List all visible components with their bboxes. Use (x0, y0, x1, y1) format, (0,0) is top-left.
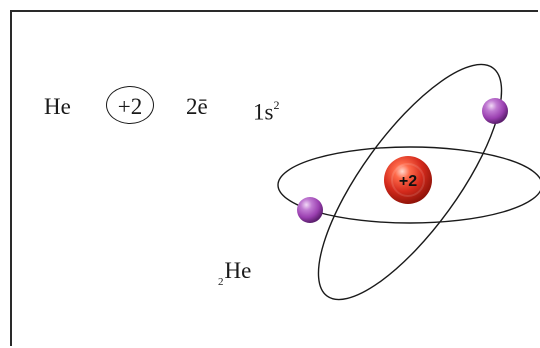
configuration-exponent: 2 (273, 98, 280, 112)
tilted-orbit (317, 63, 503, 301)
diagram-frame (10, 10, 538, 346)
element-symbol: He (44, 94, 71, 119)
electron-upper-right (482, 98, 508, 124)
electron-configuration: 1s2 (253, 93, 279, 127)
electron-lower-left (297, 197, 323, 223)
nucleus-charge-label: +2 (399, 173, 417, 190)
nuclear-charge-circle (106, 86, 154, 124)
configuration-base: 1s (253, 99, 274, 125)
atomic-number: 2 (218, 276, 224, 288)
horizontal-orbit (277, 146, 540, 224)
nuclear-charge: +2 (117, 94, 143, 119)
element-label: 2He (218, 257, 251, 289)
element-label-symbol: He (224, 258, 252, 283)
nucleus (384, 156, 432, 204)
nucleus-core-shadow (391, 163, 425, 197)
electron-count: 2ē (186, 94, 208, 119)
